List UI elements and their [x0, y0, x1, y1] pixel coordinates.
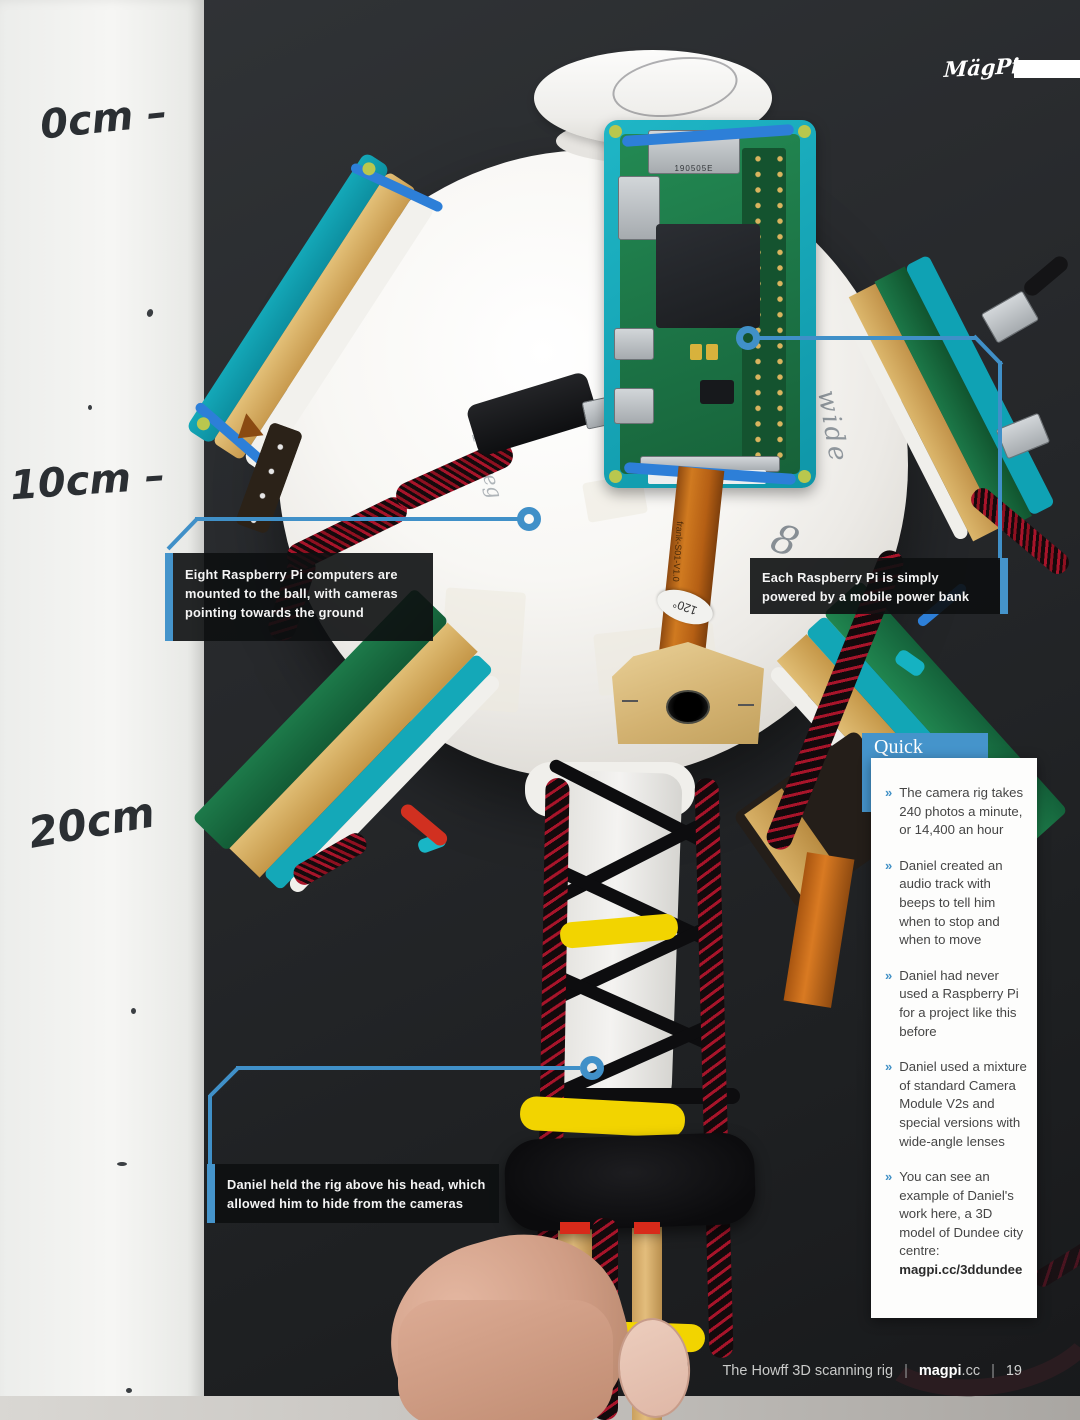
ruler-tick-dot [131, 1008, 136, 1014]
leader-line-vertical [208, 1095, 212, 1166]
logo-bar [1014, 60, 1080, 78]
fact-item: » Daniel had never used a Raspberry Pi f… [885, 967, 1027, 1041]
callout-accent-bar [1000, 558, 1008, 614]
capacitor [706, 344, 718, 360]
sticker-text: 120° [670, 596, 700, 618]
footer-separator: | [904, 1363, 908, 1379]
hand-palm [398, 1300, 613, 1420]
leader-line-horizontal [236, 1066, 580, 1070]
staple-mark [622, 700, 638, 702]
fact-item: » The camera rig takes 240 photos a minu… [885, 784, 1027, 840]
screw-dot [609, 125, 622, 138]
sd-card-label: 190505E [674, 164, 714, 173]
quick-facts-panel: » The camera rig takes 240 photos a minu… [871, 758, 1037, 1318]
chevron-right-icon: » [885, 967, 893, 983]
fact-item: » Daniel used a mixture of standard Came… [885, 1058, 1027, 1151]
micro-usb-port [614, 388, 654, 424]
page-footer: The Howff 3D scanning rig | magpi.cc | 1… [722, 1363, 1022, 1379]
fact-text: The camera rig takes 240 photos a minute… [899, 785, 1024, 838]
callout-accent-bar [165, 553, 173, 641]
footer-site-rest: .cc [961, 1363, 981, 1379]
footer-page-number: 19 [1005, 1363, 1022, 1379]
red-tip [634, 1222, 660, 1234]
ruler-tick-dot [88, 405, 92, 410]
footer-site: magpi.cc [919, 1363, 980, 1379]
magpi-logo: MägPi [943, 52, 1020, 83]
screw-dot [609, 470, 622, 483]
footer-article-title: The Howff 3D scanning rig [722, 1363, 894, 1379]
leader-ring-marker [517, 507, 541, 531]
fact-text: Daniel had never used a Raspberry Pi for… [899, 967, 1019, 1039]
callout-text: Each Raspberry Pi is simply powered by a… [762, 570, 970, 604]
staple-mark [738, 704, 754, 706]
fact-text: Daniel created an audio track with beeps… [899, 857, 1003, 948]
fact-text: Daniel used a mixture of standard Camera… [899, 1059, 1027, 1149]
camera-lens-hole [666, 690, 710, 724]
callout-text: Daniel held the rig above his head, whic… [227, 1177, 486, 1211]
fact-link: magpi.cc/3ddundee [899, 1262, 1023, 1278]
chevron-right-icon: » [885, 1169, 893, 1185]
capacitor [690, 344, 702, 360]
leader-ring-marker [580, 1056, 604, 1080]
fact-item: » Daniel created an audio track with bee… [885, 857, 1027, 950]
chevron-right-icon: » [885, 1059, 893, 1075]
callout-box-head: Daniel held the rig above his head, whic… [207, 1164, 499, 1223]
callout-box-power: Each Raspberry Pi is simply powered by a… [750, 558, 1008, 614]
ruler-tick-dot [126, 1388, 132, 1393]
leader-line-vertical [998, 361, 1002, 560]
leader-ring-marker [736, 326, 760, 350]
chevron-right-icon: » [885, 857, 893, 873]
micro-usb-port [614, 328, 654, 360]
leader-line-diagonal [208, 1066, 240, 1098]
fact-text: You can see an example of Daniel's work … [899, 1169, 1024, 1278]
screw-dot [798, 470, 811, 483]
usb-plug [980, 290, 1040, 344]
chevron-right-icon: » [885, 785, 893, 800]
quick-facts-title-light: Quick [874, 736, 923, 758]
callout-text: Eight Raspberry Pi computers are mounted… [185, 567, 398, 620]
flex-cable-label: frank-S01-V1.0 [670, 521, 686, 583]
fact-item: » You can see an example of Daniel's wor… [885, 1168, 1027, 1280]
ruler-tick-dot [117, 1162, 127, 1166]
footer-site-bold: magpi [918, 1363, 962, 1379]
callout-box-cameras: Eight Raspberry Pi computers are mounted… [165, 553, 433, 641]
black-cuff [503, 1131, 757, 1233]
cable-stub [1020, 253, 1072, 299]
raspberry-pi-zero-assembly: 190505E [604, 120, 816, 488]
callout-accent-bar [207, 1164, 215, 1223]
leader-line-horizontal [195, 517, 519, 521]
leader-line-horizontal [759, 336, 976, 340]
whiteboard-background [0, 0, 204, 1420]
screw-dot [798, 125, 811, 138]
footer-separator: | [991, 1363, 995, 1379]
hdmi-port [618, 176, 660, 240]
chip [700, 380, 734, 404]
soc-chip [656, 224, 760, 328]
red-tip [560, 1222, 590, 1234]
braided-rope-right [694, 777, 734, 1359]
